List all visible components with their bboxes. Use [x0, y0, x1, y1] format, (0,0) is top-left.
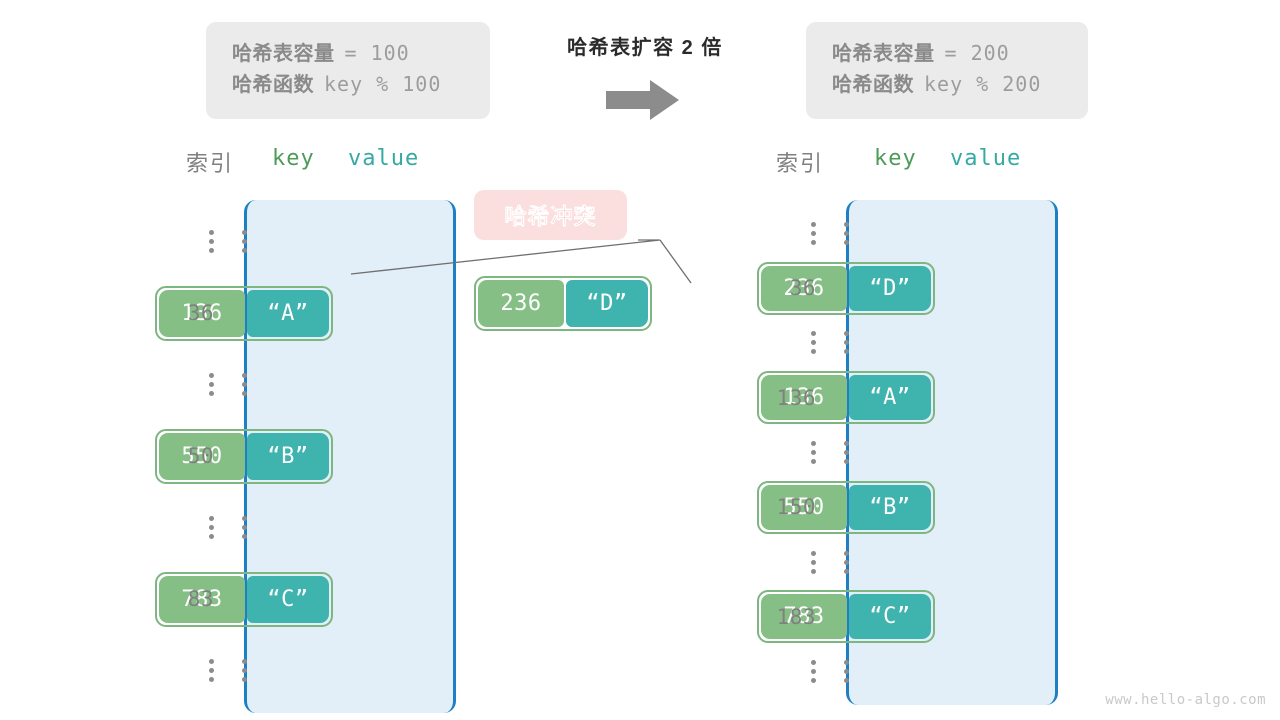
key-value-pair[interactable]: 236“D”	[757, 261, 935, 315]
row-index-label	[734, 535, 816, 590]
row-index-label: 83	[187, 587, 214, 612]
value-cell: “B”	[247, 432, 329, 480]
config-value: = 100	[344, 41, 410, 65]
config-value: key % 100	[324, 72, 442, 97]
row-ellipsis-icon	[843, 550, 849, 574]
value-cell: “C”	[247, 575, 329, 623]
key-cell: 550	[761, 484, 847, 530]
value-cell: “C”	[849, 594, 931, 640]
row-ellipsis-icon	[241, 659, 247, 683]
row-index-label	[734, 206, 816, 261]
collision-callout: 哈希冲突	[474, 190, 627, 240]
index-ellipsis-icon	[209, 516, 214, 540]
key-value-pair[interactable]: 136 “A”	[757, 371, 935, 425]
row-ellipsis-icon	[241, 230, 247, 254]
watermark: www.hello-algo.com	[1105, 692, 1266, 708]
value-cell: “B”	[849, 484, 931, 530]
index-ellipsis-icon	[811, 441, 816, 465]
config-label: 哈希函数	[832, 74, 914, 97]
config-row-function: 哈希函数 key % 200	[832, 69, 1062, 100]
row-index-label: 50	[187, 444, 214, 469]
column-header-value: value	[348, 146, 420, 171]
row-ellipsis-icon	[843, 660, 849, 684]
hash-config-before: 哈希表容量 = 100 哈希函数 key % 100	[206, 22, 490, 119]
collision-label: 哈希冲突	[504, 204, 597, 230]
row-index-label: 183	[776, 604, 816, 629]
value-cell: “A”	[247, 289, 329, 337]
colliding-entry: 236“D”	[474, 276, 652, 331]
expand-caption: 哈希表扩容 2 倍	[567, 37, 723, 59]
key-cell: 550	[159, 432, 245, 480]
row-index-label: 150	[776, 495, 816, 520]
key-value-pair[interactable]: 783“C”	[155, 571, 333, 627]
index-ellipsis-icon	[811, 331, 816, 355]
key-cell: 783	[761, 594, 847, 640]
config-label: 哈希表容量	[232, 43, 335, 65]
row-index-label	[144, 206, 214, 278]
config-label: 哈希表容量	[832, 43, 935, 65]
key-cell: 136	[761, 375, 847, 421]
row-index-label: 136	[776, 385, 816, 410]
key-cell: 783	[159, 575, 245, 623]
key-cell: 136	[159, 289, 245, 337]
key-value-pair[interactable]: 783“C”	[757, 590, 935, 644]
row-index-label: 36	[187, 301, 214, 326]
index-ellipsis-icon	[811, 660, 816, 684]
config-row-capacity: 哈希表容量 = 200	[832, 38, 1062, 69]
key-value-pair[interactable]: 550“B”	[155, 428, 333, 484]
row-index-label	[734, 644, 816, 699]
row-ellipsis-icon	[843, 221, 849, 245]
column-header-index: 索引	[775, 151, 824, 176]
config-row-capacity: 哈希表容量 = 100	[232, 38, 464, 69]
row-index-label	[144, 492, 214, 564]
row-index-label	[144, 635, 214, 707]
config-label: 哈希函数	[232, 74, 314, 97]
row-ellipsis-icon	[843, 331, 849, 355]
row-index-label	[734, 316, 816, 371]
key-value-pair[interactable]: 236“D”	[474, 276, 652, 331]
value-cell: “A”	[849, 375, 931, 421]
column-header-key: key	[272, 146, 315, 171]
value-cell: “D”	[849, 265, 931, 311]
column-header-key: key	[874, 146, 917, 171]
hash-config-after: 哈希表容量 = 200 哈希函数 key % 200	[806, 22, 1088, 119]
value-cell: “D”	[566, 280, 648, 327]
key-value-pair[interactable]: 550“B”	[757, 480, 935, 534]
config-row-function: 哈希函数 key % 100	[232, 69, 464, 100]
right-arrow-icon	[606, 80, 680, 125]
column-header-value: value	[950, 146, 1022, 171]
config-value: key % 200	[924, 72, 1042, 97]
index-ellipsis-icon	[811, 221, 816, 245]
index-ellipsis-icon	[209, 373, 214, 397]
key-cell: 236	[761, 265, 847, 311]
index-ellipsis-icon	[811, 550, 816, 574]
row-ellipsis-icon	[843, 441, 849, 465]
row-index-label	[734, 425, 816, 480]
row-index-label	[144, 349, 214, 421]
key-cell: 236	[478, 280, 564, 327]
row-ellipsis-icon	[241, 373, 247, 397]
index-ellipsis-icon	[209, 659, 214, 683]
index-ellipsis-icon	[209, 230, 214, 254]
key-value-pair[interactable]: 136“A”	[155, 285, 333, 341]
config-value: = 200	[944, 41, 1010, 65]
row-ellipsis-icon	[241, 516, 247, 540]
column-header-index: 索引	[185, 151, 234, 176]
row-index-label: 36	[789, 276, 816, 301]
